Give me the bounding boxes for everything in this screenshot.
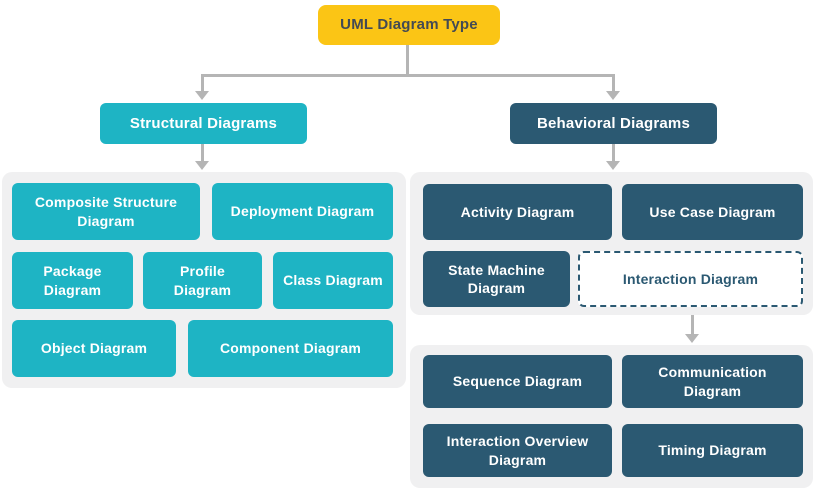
- connector-interaction-to-group: [691, 307, 694, 335]
- node-sequence-diagram: Sequence Diagram: [423, 355, 612, 408]
- arrow-down-icon: [195, 91, 209, 100]
- arrow-down-icon: [685, 334, 699, 343]
- node-use-case-diagram: Use Case Diagram: [622, 184, 803, 240]
- connector-structural-to-group: [201, 144, 204, 162]
- node-interaction-overview-diagram: Interaction Overview Diagram: [423, 424, 612, 477]
- node-structural-diagrams: Structural Diagrams: [100, 103, 307, 144]
- arrow-down-icon: [606, 91, 620, 100]
- connector-to-structural: [201, 74, 204, 92]
- node-package-diagram: Package Diagram: [12, 252, 133, 309]
- node-behavioral-diagrams: Behavioral Diagrams: [510, 103, 717, 144]
- arrow-down-icon: [195, 161, 209, 170]
- node-timing-diagram: Timing Diagram: [622, 424, 803, 477]
- node-composite-structure-diagram: Composite Structure Diagram: [12, 183, 200, 240]
- node-activity-diagram: Activity Diagram: [423, 184, 612, 240]
- node-object-diagram: Object Diagram: [12, 320, 176, 377]
- node-uml-diagram-type: UML Diagram Type: [318, 5, 500, 45]
- connector-root-stub: [406, 45, 409, 75]
- node-class-diagram: Class Diagram: [273, 252, 393, 309]
- node-profile-diagram: Profile Diagram: [143, 252, 262, 309]
- node-component-diagram: Component Diagram: [188, 320, 393, 377]
- node-interaction-diagram: Interaction Diagram: [578, 251, 803, 307]
- node-deployment-diagram: Deployment Diagram: [212, 183, 393, 240]
- arrow-down-icon: [606, 161, 620, 170]
- connector-to-behavioral: [612, 74, 615, 92]
- connector-branch-horizontal: [201, 74, 615, 77]
- node-state-machine-diagram: State Machine Diagram: [423, 251, 570, 307]
- connector-behavioral-to-group: [612, 144, 615, 162]
- node-communication-diagram: Communication Diagram: [622, 355, 803, 408]
